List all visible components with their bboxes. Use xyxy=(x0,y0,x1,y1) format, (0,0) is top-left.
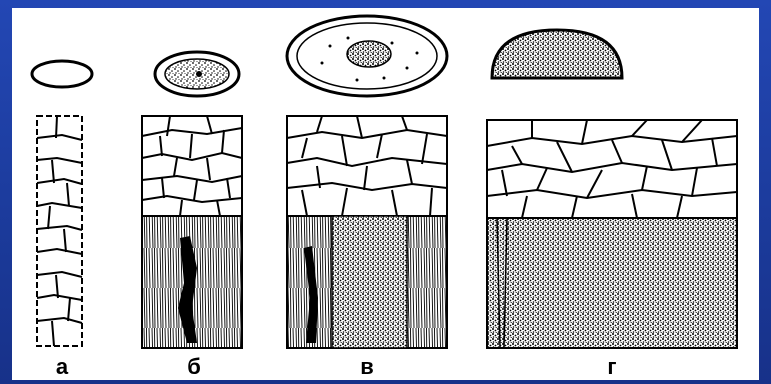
label-b: б xyxy=(174,356,214,378)
shaft-c xyxy=(287,116,447,348)
label-d: г xyxy=(592,356,632,378)
label-c: в xyxy=(347,356,387,378)
shaft-b xyxy=(142,116,242,348)
figure-a xyxy=(32,61,92,346)
figure-panel: а б в г xyxy=(12,8,759,380)
shaft-d xyxy=(487,120,737,348)
figure-d xyxy=(487,30,737,348)
figure-b xyxy=(142,52,242,348)
figure-c xyxy=(287,16,447,348)
cross-section-a xyxy=(32,61,92,87)
hair-structure-figure xyxy=(12,8,759,380)
cross-section-d xyxy=(492,30,622,78)
shaft-a xyxy=(37,116,82,346)
label-a: а xyxy=(42,356,82,378)
